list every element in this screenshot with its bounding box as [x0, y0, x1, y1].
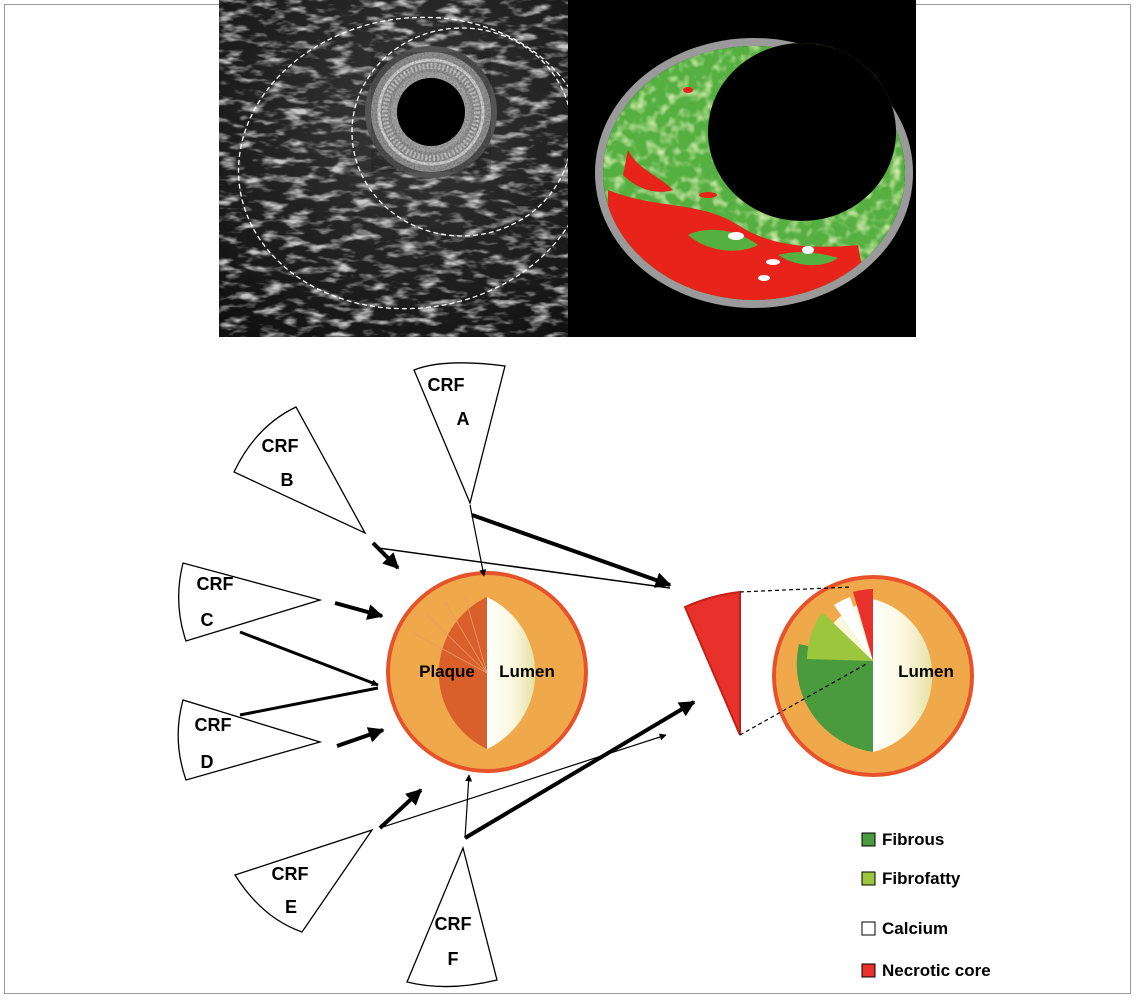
crf-f-label: CRF — [435, 914, 472, 934]
plaque-label: Plaque — [419, 662, 475, 681]
crf-a-label: CRF — [428, 375, 465, 395]
legend-label-calcium: Calcium — [882, 919, 948, 938]
lumen-label-right: Lumen — [898, 662, 954, 681]
lumen-label-left: Lumen — [499, 662, 555, 681]
crf-a-letter: A — [457, 409, 470, 429]
legend-item-calcium: Calcium — [862, 919, 948, 938]
crf-d-letter: D — [201, 752, 214, 772]
legend-label-fibrofatty: Fibrofatty — [882, 869, 961, 888]
crf-d-label: CRF — [195, 715, 232, 735]
crf-e-letter: E — [285, 897, 297, 917]
legend-label-fibrous: Fibrous — [882, 830, 944, 849]
legend-label-necrotic-core: Necrotic core — [882, 961, 991, 980]
crf-e-label: CRF — [272, 864, 309, 884]
crf-c-label: CRF — [197, 574, 234, 594]
crf-b-label: CRF — [262, 436, 299, 456]
crf-b-letter: B — [281, 470, 294, 490]
legend-item-fibrous: Fibrous — [862, 830, 944, 849]
crf-sector-f: CRF F — [407, 848, 497, 987]
crf-sector-a: CRF A — [414, 363, 505, 503]
crf-f-letter: F — [448, 949, 459, 969]
legend: Fibrous Fibrofatty Calcium Necrotic core — [862, 830, 991, 980]
left-vessel: Plaque Lumen — [388, 573, 586, 771]
crf-sector-e: CRF E — [235, 830, 372, 932]
legend-item-fibrofatty: Fibrofatty — [862, 869, 961, 888]
crf-c-letter: C — [201, 610, 214, 630]
crf-sector-b: CRF B — [234, 407, 365, 533]
right-vessel: Lumen — [774, 577, 972, 775]
legend-item-necrotic-core: Necrotic core — [862, 961, 991, 980]
crf-sector-c: CRF C — [179, 563, 320, 641]
